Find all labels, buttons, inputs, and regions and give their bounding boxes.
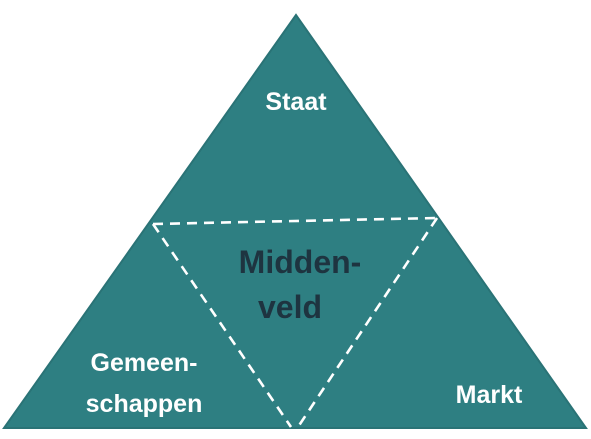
divider-top-line xyxy=(152,216,438,226)
divider-right-line xyxy=(296,217,439,428)
region-label-top: Staat xyxy=(265,88,327,116)
inner-triangle-dividers xyxy=(151,216,439,428)
region-label-bottom-left-line1: Gemeen- xyxy=(91,349,198,377)
region-label-bottom-right: Markt xyxy=(456,381,523,409)
region-label-center-line2: veld xyxy=(258,289,322,325)
region-label-bottom-left-line2: schappen xyxy=(86,390,203,418)
divider-left-line xyxy=(151,223,293,428)
region-label-center-line1: Midden- xyxy=(239,244,362,280)
